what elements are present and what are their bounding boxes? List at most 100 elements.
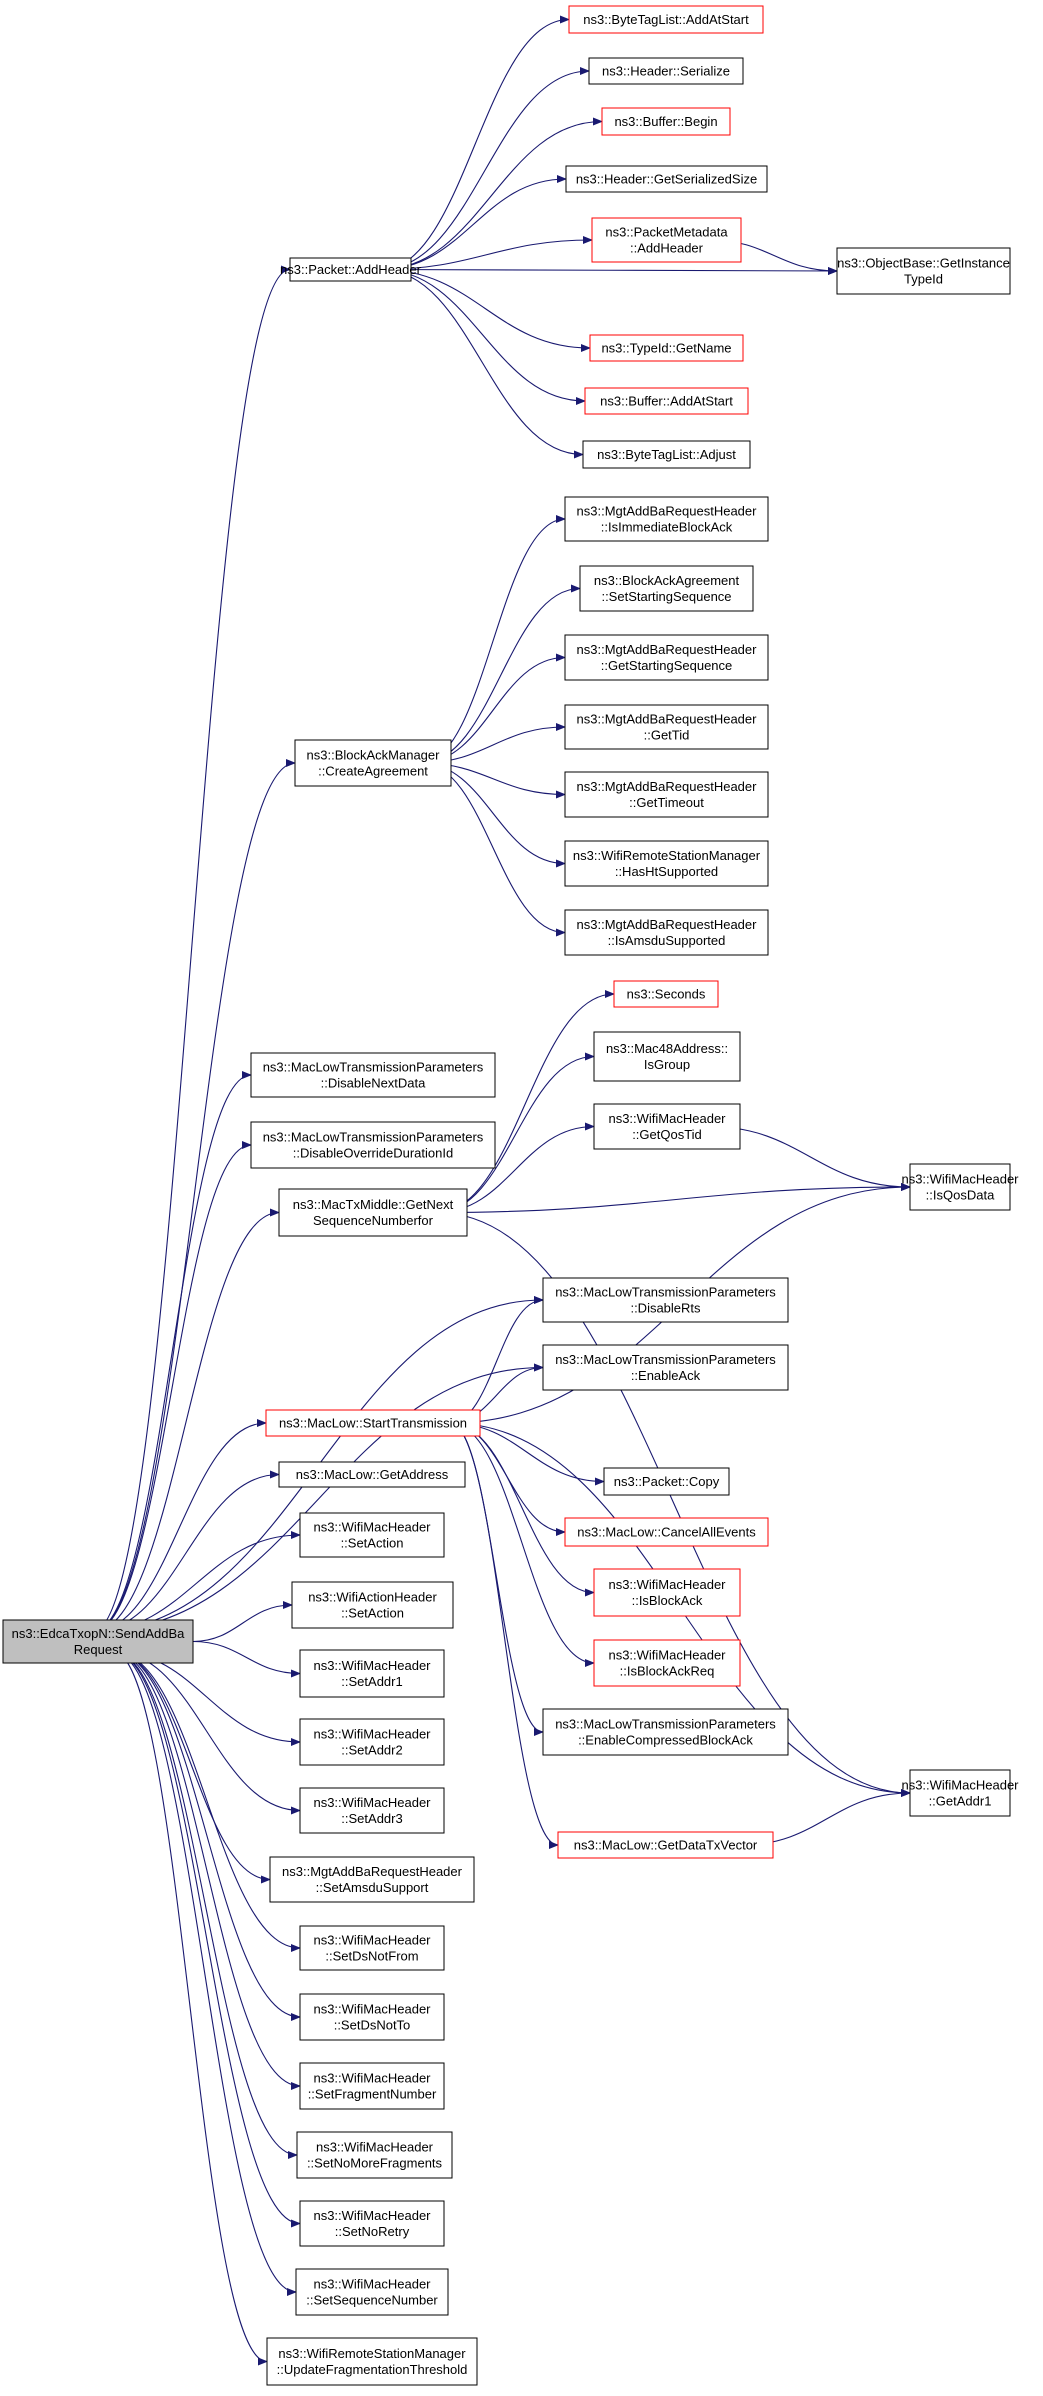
node-baa_setstart[interactable]: ns3::BlockAckAgreement::SetStartingSeque… bbox=[579, 565, 754, 612]
node-label-line: ::GetTimeout bbox=[629, 795, 704, 810]
node-box bbox=[564, 634, 769, 681]
node-label-line: ns3::WifiRemoteStationManager bbox=[278, 2346, 466, 2361]
node-ml_getdatatx[interactable]: ns3::MacLow::GetDataTxVector bbox=[557, 1831, 774, 1859]
node-ml_getaddress[interactable]: ns3::MacLow::GetAddress bbox=[278, 1461, 466, 1488]
node-wrsm_updatefrag[interactable]: ns3::WifiRemoteStationManager::UpdateFra… bbox=[266, 2337, 478, 2386]
node-label-line: ns3::MacLowTransmissionParameters bbox=[555, 1717, 776, 1732]
node-box bbox=[250, 1052, 496, 1098]
node-wmh_setnomorefrag[interactable]: ns3::WifiMacHeader::SetNoMoreFragments bbox=[296, 2131, 453, 2179]
node-mltp_enableack[interactable]: ns3::MacLowTransmissionParameters::Enabl… bbox=[542, 1344, 789, 1391]
node-wmh_isblockack[interactable]: ns3::WifiMacHeader::IsBlockAck bbox=[593, 1568, 741, 1617]
node-label-line: ::SetAmsduSupport bbox=[316, 1880, 429, 1895]
node-box bbox=[593, 1031, 741, 1082]
node-mgt_getstart[interactable]: ns3::MgtAddBaRequestHeader::GetStartingS… bbox=[564, 634, 769, 681]
node-box bbox=[593, 1568, 741, 1617]
node-mgt_setamsdu[interactable]: ns3::MgtAddBaRequestHeader::SetAmsduSupp… bbox=[269, 1856, 475, 1903]
node-label-line: ::SetAction bbox=[341, 1536, 404, 1551]
node-label-line: ns3::Buffer::AddAtStart bbox=[600, 394, 733, 409]
node-label-line: ns3::WifiMacHeader bbox=[313, 1658, 431, 1673]
node-wmh_setaddr2[interactable]: ns3::WifiMacHeader::SetAddr2 bbox=[299, 1718, 445, 1766]
node-bam_create[interactable]: ns3::BlockAckManager::CreateAgreement bbox=[294, 739, 452, 787]
node-mltp_disablerts[interactable]: ns3::MacLowTransmissionParameters::Disab… bbox=[542, 1277, 789, 1323]
node-mgt_gettid[interactable]: ns3::MgtAddBaRequestHeader::GetTid bbox=[564, 704, 769, 750]
node-box bbox=[299, 2062, 445, 2110]
node-ml_starttx[interactable]: ns3::MacLow::StartTransmission bbox=[265, 1409, 481, 1437]
node-box bbox=[601, 107, 731, 136]
node-label-line: ns3::Header::Serialize bbox=[602, 64, 730, 79]
node-box bbox=[289, 257, 412, 282]
node-label-line: ns3::WifiMacHeader bbox=[313, 1795, 431, 1810]
node-label-line: ::EnableCompressedBlockAck bbox=[578, 1733, 753, 1748]
node-label-line: ::AddHeader bbox=[630, 241, 704, 256]
call-edge-bam_create-to-baa_setstart bbox=[420, 584, 581, 764]
node-label-line: ns3::BlockAckAgreement bbox=[594, 573, 740, 588]
node-label-line: ns3::Packet::Copy bbox=[614, 1474, 720, 1489]
node-addheader[interactable]: ns3::Packet::AddHeader bbox=[280, 257, 422, 282]
node-wmh_setfragnum[interactable]: ns3::WifiMacHeader::SetFragmentNumber bbox=[299, 2062, 445, 2110]
node-label-line: ::IsImmediateBlockAck bbox=[601, 520, 733, 535]
node-mltp_disableoverride[interactable]: ns3::MacLowTransmissionParameters::Disab… bbox=[250, 1121, 496, 1169]
node-box bbox=[294, 739, 452, 787]
node-mgt_isamsdu[interactable]: ns3::MgtAddBaRequestHeader::IsAmsduSuppo… bbox=[564, 909, 769, 956]
node-label-line: ::GetStartingSequence bbox=[601, 658, 733, 673]
node-label-line: ::GetTid bbox=[644, 728, 690, 743]
node-hdr_serialize[interactable]: ns3::Header::Serialize bbox=[588, 57, 744, 85]
node-typeid_getname[interactable]: ns3::TypeId::GetName bbox=[589, 334, 744, 362]
node-label-line: ns3::WifiMacHeader bbox=[313, 2071, 431, 2086]
node-wmh_isqosdata[interactable]: ns3::WifiMacHeader::IsQosData bbox=[901, 1163, 1019, 1211]
call-edge-root-to-addheader bbox=[92, 265, 291, 1633]
call-edge-addheader-to-pm_addheader bbox=[380, 236, 593, 271]
call-edges bbox=[92, 15, 911, 2366]
node-box bbox=[291, 1581, 454, 1629]
node-wrsm_hasht[interactable]: ns3::WifiRemoteStationManager::HasHtSupp… bbox=[564, 840, 769, 887]
node-mltp_enablecba[interactable]: ns3::MacLowTransmissionParameters::Enabl… bbox=[542, 1708, 789, 1756]
node-label-line: ns3::Seconds bbox=[627, 987, 706, 1002]
node-mac48_isgroup[interactable]: ns3::Mac48Address::IsGroup bbox=[593, 1031, 741, 1082]
call-edge-root-to-wmh_setnomorefrag bbox=[112, 1650, 298, 2159]
node-label-line: ns3::MacLowTransmissionParameters bbox=[555, 1352, 776, 1367]
node-buf_addatstart[interactable]: ns3::Buffer::AddAtStart bbox=[584, 387, 749, 415]
node-buf_begin[interactable]: ns3::Buffer::Begin bbox=[601, 107, 731, 136]
node-mgt_gettimeout[interactable]: ns3::MgtAddBaRequestHeader::GetTimeout bbox=[564, 771, 769, 818]
node-mltp_disablenext[interactable]: ns3::MacLowTransmissionParameters::Disab… bbox=[250, 1052, 496, 1098]
node-wmh_setseqnum[interactable]: ns3::WifiMacHeader::SetSequenceNumber bbox=[295, 2268, 449, 2316]
node-box bbox=[564, 909, 769, 956]
call-edge-addheader-to-buf_addatstart bbox=[380, 268, 586, 405]
node-box bbox=[593, 1639, 741, 1687]
node-label-line: ::DisableRts bbox=[630, 1301, 701, 1316]
call-edge-root-to-bam_create bbox=[92, 759, 296, 1633]
node-hdr_getsize[interactable]: ns3::Header::GetSerializedSize bbox=[565, 165, 768, 193]
node-box bbox=[582, 440, 751, 469]
node-label-line: ns3::WifiMacHeader bbox=[313, 1727, 431, 1742]
node-pm_addheader[interactable]: ns3::PacketMetadata::AddHeader bbox=[591, 217, 742, 263]
node-wmh_getaddr1[interactable]: ns3::WifiMacHeader::GetAddr1 bbox=[901, 1769, 1019, 1817]
node-pkt_copy[interactable]: ns3::Packet::Copy bbox=[603, 1467, 730, 1496]
node-label-line: ns3::BlockAckManager bbox=[307, 748, 441, 763]
node-wmh_isblockackreq[interactable]: ns3::WifiMacHeader::IsBlockAckReq bbox=[593, 1639, 741, 1687]
node-label-line: ns3::WifiMacHeader bbox=[901, 1778, 1019, 1793]
node-mgt_isimmediate[interactable]: ns3::MgtAddBaRequestHeader::IsImmediateB… bbox=[564, 496, 769, 542]
node-ml_cancelall[interactable]: ns3::MacLow::CancelAllEvents bbox=[564, 1517, 769, 1547]
node-label-line: ::SetNoMoreFragments bbox=[307, 2156, 443, 2171]
node-mtm_getnext[interactable]: ns3::MacTxMiddle::GetNextSequenceNumberf… bbox=[278, 1188, 468, 1237]
node-wmh_getqostid[interactable]: ns3::WifiMacHeader::GetQosTid bbox=[593, 1103, 741, 1150]
node-label-line: ns3::MgtAddBaRequestHeader bbox=[577, 504, 758, 519]
node-wmh_setaddr3[interactable]: ns3::WifiMacHeader::SetAddr3 bbox=[299, 1787, 445, 1834]
node-label-line: ns3::WifiMacHeader bbox=[901, 1172, 1019, 1187]
node-wmh_setdsnotto[interactable]: ns3::WifiMacHeader::SetDsNotTo bbox=[299, 1993, 445, 2041]
node-label-line: ns3::ByteTagList::AddAtStart bbox=[583, 12, 749, 27]
node-label-line: ns3::MgtAddBaRequestHeader bbox=[577, 642, 758, 657]
node-wmh_setaction[interactable]: ns3::WifiMacHeader::SetAction bbox=[299, 1512, 445, 1558]
node-wmh_setaddr1[interactable]: ns3::WifiMacHeader::SetAddr1 bbox=[299, 1649, 445, 1698]
node-seconds[interactable]: ns3::Seconds bbox=[613, 980, 719, 1008]
node-wmh_setnoretry[interactable]: ns3::WifiMacHeader::SetNoRetry bbox=[299, 2200, 445, 2247]
node-wah_setaction[interactable]: ns3::WifiActionHeader::SetAction bbox=[291, 1581, 454, 1629]
node-wmh_setdsnotfrom[interactable]: ns3::WifiMacHeader::SetDsNotFrom bbox=[299, 1925, 445, 1971]
node-bt_adjust[interactable]: ns3::ByteTagList::Adjust bbox=[582, 440, 751, 469]
node-label-line: ns3::MacLowTransmissionParameters bbox=[263, 1060, 484, 1075]
node-bt_addatstart[interactable]: ns3::ByteTagList::AddAtStart bbox=[568, 5, 764, 34]
node-label-line: ns3::MgtAddBaRequestHeader bbox=[577, 779, 758, 794]
